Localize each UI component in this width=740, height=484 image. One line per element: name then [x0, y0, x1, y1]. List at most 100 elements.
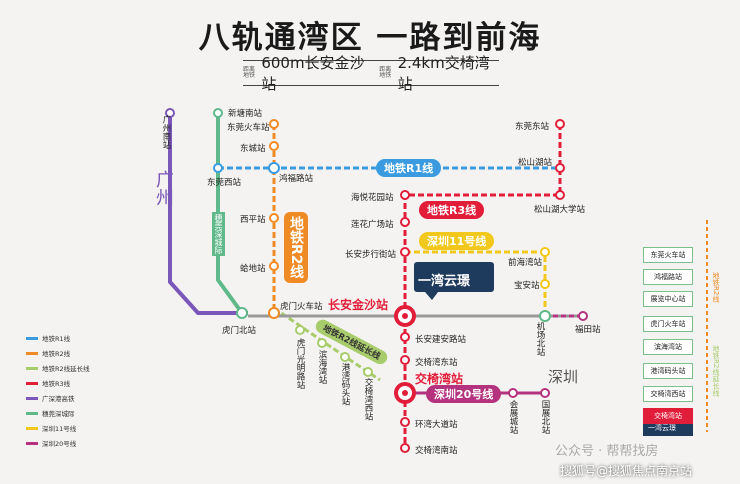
label-xiping: 西平站 — [240, 215, 266, 225]
right-station-0: 东莞火车站 — [643, 247, 693, 263]
label-gangwan-terminal: 港湾码头站 — [340, 363, 350, 406]
station-dongguan-east — [555, 119, 565, 129]
station-haiyue — [400, 190, 410, 200]
label-jiaoyi-south: 交椅湾南站 — [415, 446, 458, 456]
legend-item-r2: 地铁R2线 — [26, 348, 70, 358]
station-construction — [400, 332, 410, 342]
label-humen-guangchao: 虎门光明路站 — [295, 338, 305, 389]
station-xiping — [269, 213, 279, 223]
legend-label-gsc: 穗莞深城际 — [42, 410, 75, 418]
legend-item-r1: 地铁R1线 — [26, 333, 70, 343]
station-songshan-univ — [555, 190, 565, 200]
legend-swatch-r2 — [26, 351, 38, 355]
legend-label-r2: 地铁R2线 — [42, 350, 71, 358]
right-station-6: 交椅湾西站 — [643, 386, 693, 402]
right-station-1: 鸿福路站 — [643, 269, 693, 285]
label-suiguan-intercity: 穗莞深城际 — [212, 212, 225, 256]
station-qianhai — [540, 247, 550, 257]
legend-label-gsg: 广深港高铁 — [42, 395, 75, 403]
label-dongcheng: 东城站 — [240, 144, 266, 154]
station-jiaoyi-dot — [402, 390, 408, 396]
station-jiaoyi-south — [400, 443, 410, 453]
label-xintang-south: 新塘南站 — [228, 109, 263, 119]
label-sz11-tag: 深圳11号线 — [419, 232, 495, 250]
station-hongfu — [268, 162, 280, 174]
station-huiyuan — [508, 388, 518, 398]
legend-swatch-gsg — [26, 396, 38, 400]
page-title: 八轨通湾区 一路到前海 — [198, 20, 542, 56]
station-changan-walk — [400, 247, 410, 257]
right-station-7: 交椅湾站 — [643, 408, 693, 424]
legend-label-r3: 地铁R3线 — [42, 380, 71, 388]
legend-swatch-r3 — [26, 381, 38, 385]
station-guozhan — [540, 388, 550, 398]
legend-swatch-r2ext — [26, 366, 38, 370]
label-jiaoyi-west: 交椅湾西站 — [363, 378, 373, 421]
line-gsg — [168, 113, 248, 315]
station-baoan — [540, 279, 550, 289]
station-binhai — [317, 338, 327, 348]
legend-item-r2ext: 地铁R2线延长线 — [26, 363, 90, 373]
subtitle-distance-a: 600m长安金沙站 — [261, 54, 365, 93]
legend-swatch-sz11 — [26, 426, 38, 430]
subtitle-prefix-b: 距离地铁 — [379, 66, 392, 79]
right-station-3: 虎门火车站 — [643, 316, 693, 332]
station-jiaoyi-east — [400, 355, 410, 365]
label-changan-construction: 长安建安路站 — [415, 335, 467, 345]
project-marker-box — [414, 262, 494, 292]
stations — [165, 108, 588, 453]
label-huiyuan: 会展城站 — [508, 400, 518, 434]
label-haiyue-garden: 海悦花园站 — [351, 193, 394, 203]
station-xintang — [213, 108, 223, 118]
label-baoan: 宝安站 — [514, 281, 540, 291]
legend-swatch-gsc — [26, 411, 38, 415]
legend-item-sz11: 深圳11号线 — [26, 423, 76, 433]
label-songshan-univ: 松山湖大学站 — [534, 205, 586, 215]
watermark: 搜狐号@搜狐焦点南京站 — [560, 464, 693, 478]
label-r1-tag: 地铁R1线 — [376, 159, 442, 177]
label-fuyong: 福田站 — [575, 325, 601, 335]
label-changan-walk: 长安步行街站 — [345, 250, 397, 260]
label-jiaoyi-bay: 交椅湾站 — [415, 372, 464, 386]
label-humen-train: 虎门火车站 — [280, 302, 323, 312]
subtitle-bar: 距离地铁 600m长安金沙站 距离地铁 2.4km交椅湾站 — [243, 54, 499, 93]
label-lianhua-square: 莲花广场站 — [351, 220, 394, 230]
label-jiaoyi-east: 交椅湾东站 — [415, 358, 458, 368]
station-humen-north — [236, 307, 248, 319]
station-fuyong — [578, 311, 588, 321]
label-guangzhou-south: 广州南站 — [161, 115, 171, 149]
station-lianhua — [400, 217, 410, 227]
label-huanwan-road: 环湾大道站 — [415, 420, 458, 430]
label-r3-tag: 地铁R3线 — [419, 201, 485, 219]
station-jichang — [539, 310, 551, 322]
gzh-label: 公众号 · 帮帮找房 — [555, 444, 659, 459]
label-metro-r2: 地铁R2线 — [284, 212, 308, 283]
station-humen-train — [268, 307, 280, 319]
right-station-5: 港湾码头站 — [643, 363, 693, 379]
station-dongguan-west — [213, 163, 223, 173]
right-line-a: 地铁R2线 — [712, 272, 720, 303]
legend-item-gsc: 穗莞深城际 — [26, 408, 75, 418]
station-dongguan-train — [269, 119, 279, 129]
subtitle-prefix-a: 距离地铁 — [243, 66, 256, 79]
right-station-8: 一湾云璟 — [648, 424, 676, 432]
station-huanwan — [400, 417, 410, 427]
station-changan-jinsha-dot — [402, 313, 408, 319]
legend-label-r2ext: 地铁R2线延长线 — [42, 365, 90, 373]
label-guozhan-north: 国展北站 — [540, 400, 550, 434]
label-dongguan-east: 东莞东站 — [515, 122, 550, 132]
legend-label-sz20: 深圳20号线 — [42, 440, 77, 448]
label-dongguan-west: 东莞西站 — [207, 178, 242, 188]
label-hongfu-road: 鸿福路站 — [279, 174, 314, 184]
label-gedi: 蛤地站 — [240, 264, 266, 274]
station-gedi — [269, 261, 279, 271]
station-guangzhou-south — [165, 108, 175, 118]
legend-item-r3: 地铁R3线 — [26, 378, 70, 388]
legend-label-r1: 地铁R1线 — [42, 335, 71, 343]
label-sz20-tag: 深圳20号线 — [426, 385, 502, 403]
right-panel-project-box — [643, 420, 693, 436]
label-guangzhou: 广州 — [153, 170, 174, 206]
station-humen-gm — [295, 325, 305, 335]
right-station-2: 展览中心站 — [643, 291, 693, 307]
